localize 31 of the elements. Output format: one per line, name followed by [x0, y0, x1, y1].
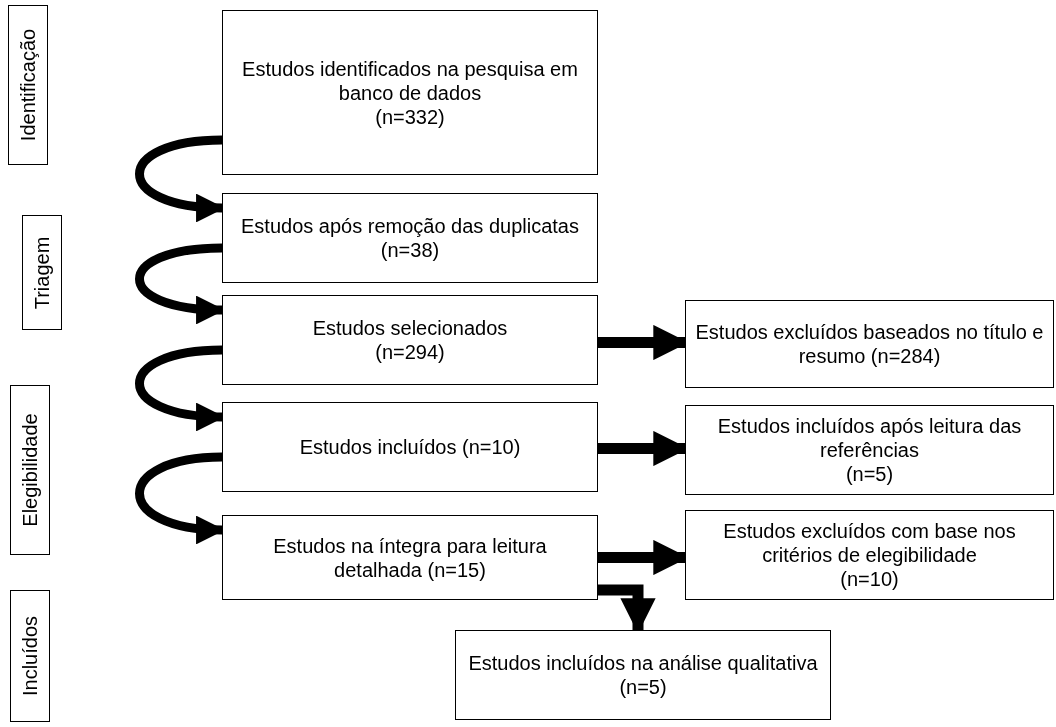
process-box [222, 402, 598, 492]
stage-label-box [8, 5, 48, 165]
stage-label: Identificação [16, 28, 40, 142]
box-text: (n=5) [845, 462, 894, 486]
process-box [222, 295, 598, 385]
stage-label: Triagem [30, 236, 54, 309]
box-text: Estudos excluídos com base nos critérios de elegibilidade [722, 519, 1017, 567]
process-box [222, 515, 598, 600]
stage-label: Incluídos [18, 615, 42, 697]
box-text: Estudos incluídos após leitura das referências [716, 414, 1023, 462]
box-text: (n=10) [840, 567, 899, 591]
process-box [455, 630, 831, 720]
process-box [685, 510, 1054, 600]
stage-label-box [22, 215, 62, 330]
stage-label: Elegibilidade [18, 413, 42, 527]
process-box [685, 300, 1054, 388]
box-text: Estudos na íntegra para leitura detalhada (n=15) [272, 533, 548, 582]
box-text: (n=294) [375, 340, 445, 364]
box-text: (n=332) [375, 104, 445, 129]
process-box [222, 10, 598, 175]
box-text: Estudos excluídos baseados no título e resumo (n=284) [694, 320, 1045, 368]
stage-label-box [10, 590, 50, 722]
process-box [685, 405, 1054, 495]
box-text: Estudos identificados na pesquisa em banco de dados [241, 56, 579, 105]
box-text: Estudos incluídos (n=10) [299, 435, 521, 459]
process-box [222, 193, 598, 283]
box-text: Estudos após remoção das duplicatas [241, 214, 579, 238]
box-text: Estudos incluídos na análise qualitativa (n=5) [467, 651, 819, 699]
stage-label-box [10, 385, 50, 555]
box-text: Estudos selecionados [312, 316, 508, 340]
box-text: (n=38) [380, 238, 440, 262]
